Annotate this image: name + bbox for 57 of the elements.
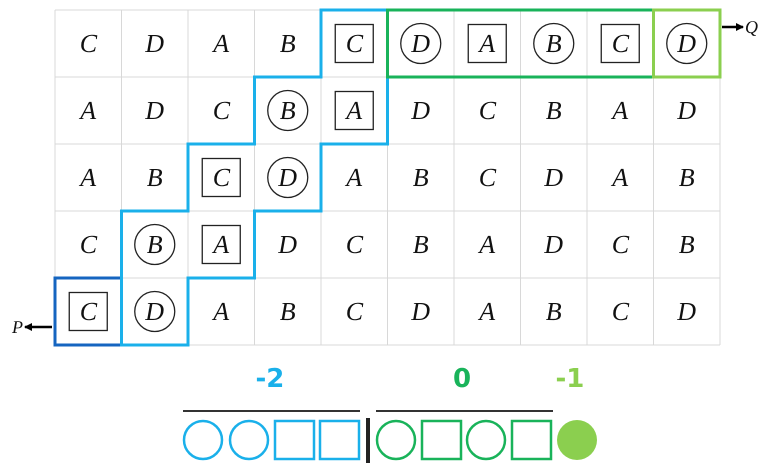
cell-letter: D (278, 162, 298, 192)
cell-letter: C (346, 296, 364, 326)
cell-letter: D (411, 96, 430, 126)
arrow (722, 23, 744, 31)
cell-letter: A (479, 230, 496, 260)
cell-letter: D (411, 28, 430, 58)
cell-letter: B (546, 96, 562, 126)
point-label: Q (745, 17, 758, 37)
cell-letter: A (612, 96, 628, 126)
cell-letter: C (80, 230, 98, 260)
cell-letter: C (212, 96, 230, 126)
cell-letter: B (280, 28, 296, 58)
cell-letter: C (212, 162, 230, 192)
cell-letter: A (213, 230, 230, 260)
score-number: 0 (453, 364, 472, 394)
cell-letter: C (612, 296, 630, 326)
cell-letter: D (544, 162, 564, 192)
cell-letter: D (145, 96, 164, 126)
cell-letter: B (280, 296, 296, 326)
cell-letter: C (612, 28, 630, 58)
cell-letter: C (80, 28, 98, 58)
cell-letter: A (80, 162, 96, 192)
cell-letter: C (346, 230, 364, 260)
cell-letter: B (412, 162, 429, 192)
cell-letter: D (145, 28, 164, 58)
cell-letter: D (677, 96, 696, 126)
score-number: -1 (556, 364, 584, 394)
cell-letter: D (145, 296, 164, 326)
cell-letter: D (544, 230, 564, 260)
cell-letter: A (346, 162, 362, 192)
cell-letter: B (678, 230, 695, 260)
cell-letter: C (612, 230, 630, 260)
cell-letter: A (213, 296, 230, 326)
cell-letter: D (677, 28, 696, 58)
cell-letter: D (278, 230, 298, 260)
point-label: P (12, 317, 23, 337)
cell-letter: A (479, 28, 496, 58)
cell-letter: B (412, 230, 429, 260)
arrow (24, 323, 52, 331)
cell-letter: A (346, 96, 362, 126)
cell-letter: A (612, 162, 628, 192)
cell-letter: B (280, 96, 296, 126)
cell-letter: A (80, 96, 96, 126)
cell-letter: C (478, 162, 496, 192)
cell-letter: B (146, 230, 163, 260)
cell-letter: D (677, 296, 696, 326)
cell-letter: B (678, 162, 695, 192)
cell-letter: A (479, 296, 496, 326)
score-number: -2 (256, 364, 284, 394)
cell-letter: B (546, 296, 562, 326)
cell-letter: D (411, 296, 430, 326)
cell-letter: C (478, 96, 496, 126)
cell-letter: C (346, 28, 364, 58)
cell-letter: B (146, 162, 163, 192)
cell-letter: C (80, 296, 98, 326)
cell-letter: A (213, 28, 230, 58)
cell-letter: B (546, 28, 562, 58)
